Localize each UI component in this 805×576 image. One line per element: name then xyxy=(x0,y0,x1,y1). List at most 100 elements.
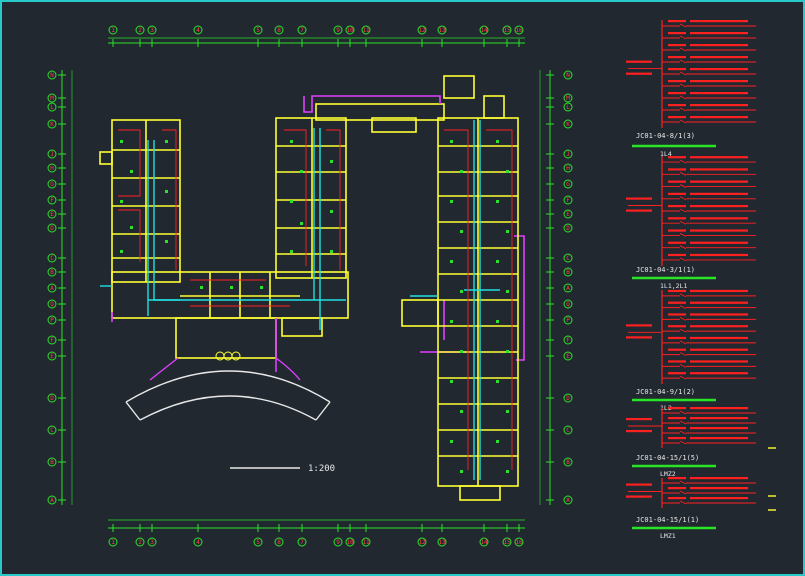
grid-left-bubble-label: G xyxy=(50,181,54,188)
grid-right-bubble: H xyxy=(563,163,573,173)
panel-id-label: JC01-04-15/1(5) xyxy=(636,454,699,462)
grid-bottom-bubble-label: 3 xyxy=(150,539,154,546)
grid-bottom-bubble: 7 xyxy=(297,537,307,547)
grid-left-bubble: B xyxy=(47,457,57,467)
grid-right-bubble-label: J xyxy=(566,151,570,158)
grid-right-bubble-label: Q xyxy=(566,301,570,308)
boundary-lines xyxy=(111,95,525,372)
grid-right-bubble: J xyxy=(563,149,573,159)
grid-left-bubble-label: Q xyxy=(50,301,54,308)
grid-right-bubble-label: D xyxy=(566,395,570,402)
grid-right-bubble: E xyxy=(563,351,573,361)
grid-bottom-bubble-label: 16 xyxy=(515,539,523,546)
riser-section: JC01-04-9/1(2)1L2 xyxy=(626,289,756,412)
grid-top-bubble: 11 xyxy=(361,25,371,35)
grid-top-bubble-label: 3 xyxy=(150,27,154,34)
grid-bottom-bubble: 12 xyxy=(417,537,427,547)
right-building xyxy=(401,75,519,501)
grid-bottom-bubble: 15 xyxy=(502,537,512,547)
grid-left-bubble: C xyxy=(47,253,57,263)
grid-top-bubble: 16 xyxy=(514,25,524,35)
connector-corridor xyxy=(315,103,445,133)
riser-section: JC01-04-8/1(3) 1L4 xyxy=(626,20,756,158)
grid-bottom-bubble-label: 9 xyxy=(336,539,340,546)
panel-sub-label: LMZ1 xyxy=(660,532,676,540)
grid-left-bubble-label: E xyxy=(50,211,54,218)
riser-section: JC01-04-15/1(1) LMZ1 xyxy=(626,477,756,540)
grid-left-bubble: A xyxy=(47,495,57,505)
riser-section: JC01-04-15/1(5) LMZ2 xyxy=(626,407,756,478)
grid-left-bubble-label: M xyxy=(50,95,54,102)
grid-left-bubble: H xyxy=(47,163,57,173)
grid-right-bubble: E xyxy=(563,209,573,219)
grid-left-bubble: P xyxy=(47,315,57,325)
panel-sub-label: 1L2 xyxy=(660,404,672,412)
entrance-supports xyxy=(149,357,301,381)
scale-label: 1:200 xyxy=(308,464,335,474)
grid-right-bubble-label: M xyxy=(566,95,570,102)
grid-top-bubble: 12 xyxy=(417,25,427,35)
grid-right-bubble-label: K xyxy=(566,121,570,128)
grid-bottom-bubble-label: 15 xyxy=(503,539,511,546)
grid-left-bubble-label: E xyxy=(50,353,54,360)
grid-left-bubble-label: P xyxy=(50,317,54,324)
grid-bottom-bubble: 3 xyxy=(147,537,157,547)
grid-top-bubble: 5 xyxy=(253,25,263,35)
grid-bottom-bubble: 1 xyxy=(108,537,118,547)
grid-right-bubble: B xyxy=(563,457,573,467)
grid-left-bubble-label: B xyxy=(50,269,54,276)
cable-trays xyxy=(100,120,500,480)
grid-top-bubble-label: 15 xyxy=(503,27,511,34)
panel-id-label: JC01-04-8/1(3) xyxy=(636,132,695,140)
grid-right-bubble: K xyxy=(563,119,573,129)
grid-right-bubble-label: B xyxy=(566,459,570,466)
grid-bottom-bubble-label: 12 xyxy=(418,539,426,546)
grid-left-bubble: G xyxy=(47,179,57,189)
grid-left-bubble-label: F xyxy=(50,197,54,204)
grid-right-bubble: B xyxy=(563,267,573,277)
grid-bottom-bubble: 5 xyxy=(253,537,263,547)
panel-sub-label: 1L4 xyxy=(660,150,672,158)
grid-left-bubble-label: F xyxy=(50,337,54,344)
grid-top-bubble: 4 xyxy=(193,25,203,35)
grid-right-bubble-label: N xyxy=(566,72,570,79)
grid-top-bubble-label: 4 xyxy=(196,27,200,34)
grid-bottom-bubble: 4 xyxy=(193,537,203,547)
grid-left-bubble-label: A xyxy=(50,497,54,504)
panel-id-label: JC01-04-15/1(1) xyxy=(636,516,699,524)
grid-right-bubble: F xyxy=(563,335,573,345)
grid-left-bubble: J xyxy=(47,149,57,159)
grid-top-bubble: 14 xyxy=(479,25,489,35)
grid-right-bubble: F xyxy=(563,195,573,205)
grid-top-bubble-label: 1 xyxy=(111,27,115,34)
grid-top-bubble: 15 xyxy=(502,25,512,35)
grid-top-bubble: 1 xyxy=(108,25,118,35)
grid-top-bubble-label: 5 xyxy=(256,27,260,34)
grid-right-bubble: N xyxy=(563,70,573,80)
grid-left-bubble: B xyxy=(47,267,57,277)
grid-left-bubble: E xyxy=(47,209,57,219)
grid-bottom-bubble-label: 1 xyxy=(111,539,115,546)
grid-bottom-bubble: 2 xyxy=(135,537,145,547)
grid-right-bubble: M xyxy=(563,93,573,103)
grid-right-bubble-label: G xyxy=(566,181,570,188)
riser-diagram: JC01-04-8/1(3)1L4JC01-04-3/1(1)1L1,2L1JC… xyxy=(626,20,776,540)
grid-bottom-bubble-label: 4 xyxy=(196,539,200,546)
grid-right-bubble: L xyxy=(563,102,573,112)
entrance-canopy xyxy=(125,370,331,421)
panel-sub-label: LMZ2 xyxy=(660,470,676,478)
grid-left-bubble-label: A xyxy=(50,285,54,292)
grid-top-bubble-label: 2 xyxy=(138,27,142,34)
grid-top-bubble: 10 xyxy=(345,25,355,35)
grid-right-bubble: Q xyxy=(563,299,573,309)
grid-left-bubble-label: K xyxy=(50,121,54,128)
grid-bottom-bubble-label: 10 xyxy=(346,539,354,546)
grid-left-bubble: F xyxy=(47,195,57,205)
grid-right-bubble-label: A xyxy=(566,285,570,292)
grid-left-bubble: L xyxy=(47,102,57,112)
grid-right-bubble-label: L xyxy=(566,104,570,111)
grid-left-bubble: D xyxy=(47,393,57,403)
grid-right-bubble-label: C xyxy=(566,427,570,434)
